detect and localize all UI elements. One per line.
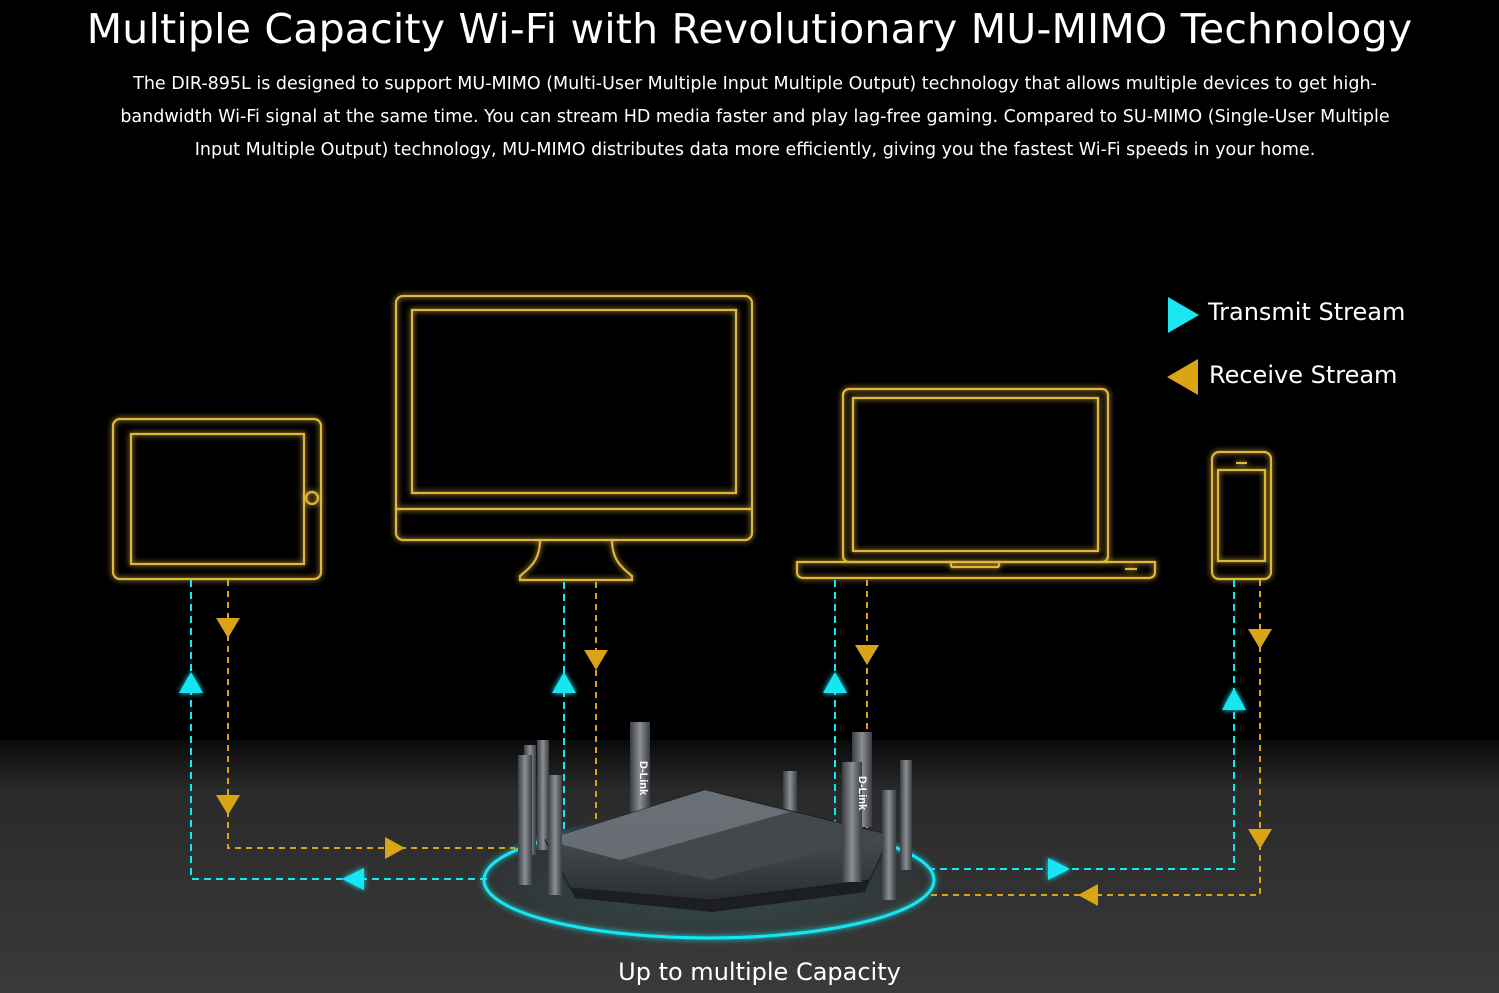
receive-arrows [216,618,1272,906]
triangle-right-icon [1168,297,1199,333]
phone-icon [1210,450,1273,581]
capacity-caption: Up to multiple Capacity [618,958,901,986]
legend-transmit-label: Transmit Stream [1208,298,1406,326]
tablet-icon [111,417,323,581]
monitor-icon [394,294,754,582]
router-brand-label-2: D-Link [856,776,868,811]
transmit-arrows [179,672,1246,890]
router-brand-label: D-Link [637,761,649,796]
triangle-left-icon [1167,359,1198,395]
page-title: Multiple Capacity Wi-Fi with Revolutiona… [86,5,1413,53]
legend-receive-label: Receive Stream [1209,361,1398,389]
router-icon: D-Link D-Link [518,722,912,912]
page-description: The DIR-895L is designed to support MU-M… [120,74,1390,160]
laptop-icon [795,387,1157,580]
